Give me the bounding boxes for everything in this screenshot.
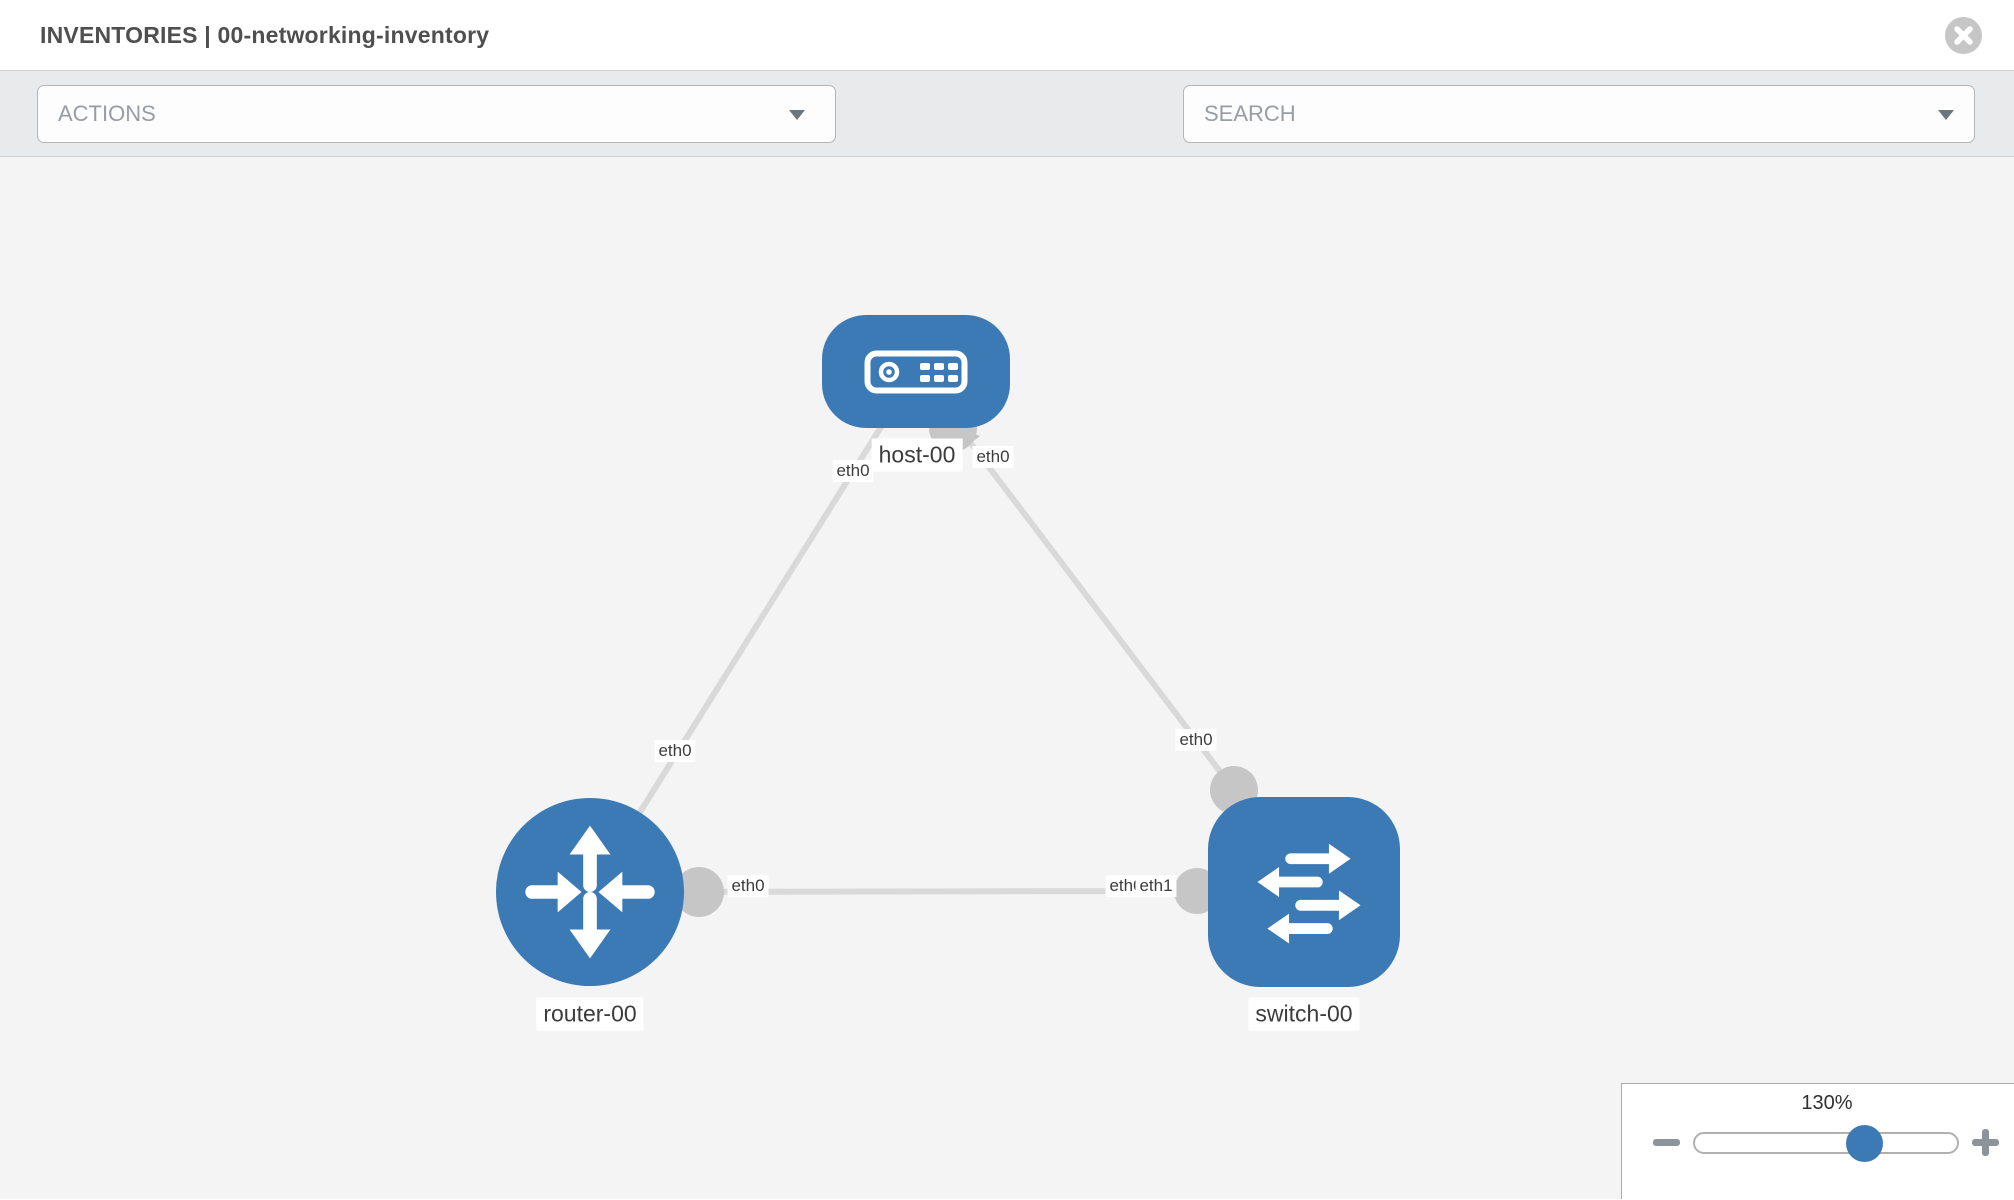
plus-icon-bar	[1982, 1129, 1989, 1156]
zoom-panel: 130%	[1621, 1083, 2014, 1199]
node-label-switch: switch-00	[1248, 997, 1360, 1031]
interface-label-switch-eth0-top: eth0	[1175, 729, 1217, 751]
header: INVENTORIES | 00-networking-inventory	[0, 0, 2014, 70]
zoom-slider-track[interactable]	[1693, 1132, 1959, 1154]
interface-label-host-eth0-left: eth0	[832, 460, 874, 482]
zoom-slider-thumb[interactable]	[1846, 1125, 1883, 1162]
actions-dropdown-label: ACTIONS	[58, 101, 156, 126]
topology-canvas[interactable]: host-00 router-00 switch-00 eth0 eth0 et…	[0, 157, 2014, 1199]
interface-label-switch-eth1: eth1	[1135, 875, 1177, 897]
toolbar: ACTIONS SEARCH	[0, 70, 2014, 204]
host-icon	[864, 350, 968, 394]
interface-label-router-eth0-right: eth0	[727, 875, 769, 897]
close-icon	[1954, 26, 1973, 45]
topology-links	[587, 369, 1237, 895]
interface-label-host-eth0-right: eth0	[972, 446, 1014, 468]
node-switch-00[interactable]	[1208, 797, 1400, 987]
router-icon	[510, 812, 670, 972]
switch-icon	[1224, 813, 1384, 971]
node-label-router: router-00	[536, 997, 644, 1031]
actions-dropdown[interactable]: ACTIONS	[37, 85, 836, 143]
node-host-00[interactable]	[822, 315, 1010, 428]
close-button[interactable]	[1945, 17, 1982, 54]
node-label-host: host-00	[871, 438, 963, 472]
chevron-down-icon	[1938, 110, 1954, 120]
node-router-00[interactable]	[496, 798, 684, 986]
zoom-level: 130%	[1801, 1092, 1853, 1114]
page-title: INVENTORIES | 00-networking-inventory	[40, 22, 490, 48]
interface-label-router-eth0-top: eth0	[654, 740, 696, 762]
plus-icon[interactable]	[1972, 1129, 1999, 1156]
minus-icon[interactable]	[1653, 1139, 1680, 1146]
search-dropdown[interactable]: SEARCH	[1183, 85, 1975, 143]
link-host-router[interactable]	[587, 369, 919, 894]
chevron-down-icon	[789, 110, 805, 120]
search-dropdown-label: SEARCH	[1204, 101, 1296, 126]
